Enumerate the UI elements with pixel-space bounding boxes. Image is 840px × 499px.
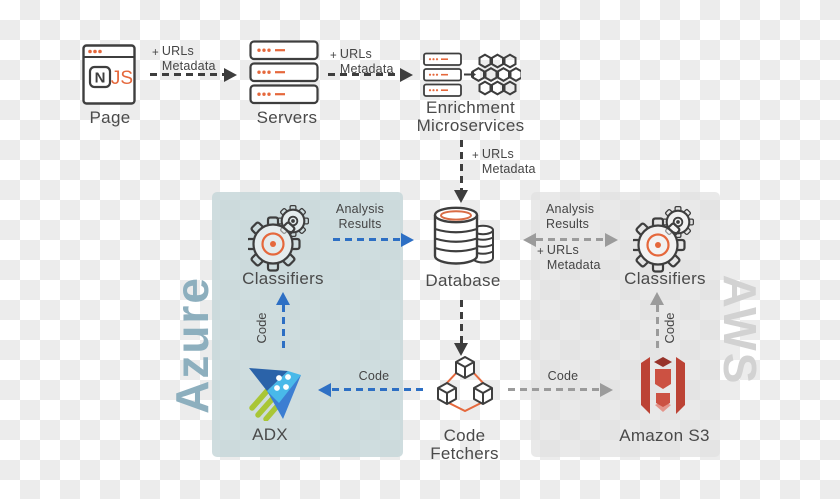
amazon-s3-icon	[641, 357, 685, 414]
edge-label-analysis-results-aws: Analysis Results	[546, 202, 595, 231]
database-icon	[433, 206, 494, 265]
browser-page-icon: N JS	[82, 44, 136, 105]
code-fetchers-icon	[437, 356, 493, 413]
page-label: Page	[89, 108, 131, 127]
edge-servers-to-enrichment-arrowhead	[400, 68, 413, 82]
edge-code-fetchers-to-s3-arrowhead	[600, 383, 613, 397]
edge-label-urls-metadata-3: + URLs Metadata	[472, 147, 536, 176]
edge-label-urls-metadata-aws: + URLs Metadata	[537, 243, 601, 272]
edge-page-to-servers-line	[150, 73, 224, 76]
edge-adx-to-azure-classifiers-line	[282, 305, 285, 353]
enrichment-label: Enrichment Microservices	[416, 98, 525, 136]
adx-label: ADX	[252, 425, 288, 444]
edge-azure-classifiers-to-database-line	[333, 238, 401, 241]
edge-database-aws-classifiers-line	[536, 238, 606, 241]
classifiers-azure-label: Classifiers	[242, 269, 324, 288]
page-js-badge: JS	[111, 68, 133, 89]
enrichment-microservices-icon	[423, 52, 521, 97]
classifiers-aws-label: Classifiers	[624, 269, 706, 288]
edge-page-to-servers-arrowhead	[224, 68, 237, 82]
edge-label-urls-metadata-2: + URLs Metadata	[330, 47, 394, 76]
amazon-s3-label: Amazon S3	[619, 426, 710, 445]
edge-adx-to-azure-classifiers-arrowhead	[276, 292, 290, 305]
edge-enrichment-to-database-arrowhead	[454, 190, 468, 203]
edge-database-aws-classifiers-arrowhead-right	[605, 233, 618, 247]
edge-code-fetchers-to-adx-arrowhead	[318, 383, 331, 397]
classifiers-aws-icon	[633, 197, 699, 273]
edge-servers-to-enrichment-line	[328, 73, 400, 76]
classifiers-azure-icon	[248, 196, 314, 272]
edge-label-code-to-adx: Code	[358, 369, 390, 383]
azure-region-label: Azure	[166, 276, 218, 414]
edge-label-code-aws-up: Code	[662, 312, 677, 344]
edge-s3-to-aws-classifiers-line	[656, 305, 659, 353]
edge-database-to-code-fetchers-arrowhead	[454, 343, 468, 356]
edge-s3-to-aws-classifiers-arrowhead	[650, 292, 664, 305]
edge-database-aws-classifiers-arrowhead-left	[523, 233, 536, 247]
servers-label: Servers	[256, 108, 318, 127]
azure-region-box	[212, 192, 403, 457]
edge-code-fetchers-to-adx-line	[332, 388, 424, 391]
edge-label-code-azure-up: Code	[254, 312, 269, 344]
edge-label-code-to-s3: Code	[547, 369, 579, 383]
aws-region-box	[531, 192, 720, 457]
edge-code-fetchers-to-s3-line	[508, 388, 600, 391]
adx-icon	[249, 368, 301, 421]
database-label: Database	[425, 271, 501, 290]
servers-icon	[249, 40, 319, 105]
edge-label-analysis-results-azure: Analysis Results	[335, 202, 385, 231]
code-fetchers-label: Code Fetchers	[430, 426, 499, 464]
edge-enrichment-to-database-line	[460, 140, 463, 190]
edge-database-to-code-fetchers-line	[460, 300, 463, 344]
page-n-badge: N	[95, 70, 106, 87]
aws-region-label: AWS	[714, 274, 766, 386]
edge-label-urls-metadata-1: + URLs Metadata	[152, 44, 216, 73]
edge-azure-classifiers-to-database-arrowhead	[401, 233, 414, 247]
